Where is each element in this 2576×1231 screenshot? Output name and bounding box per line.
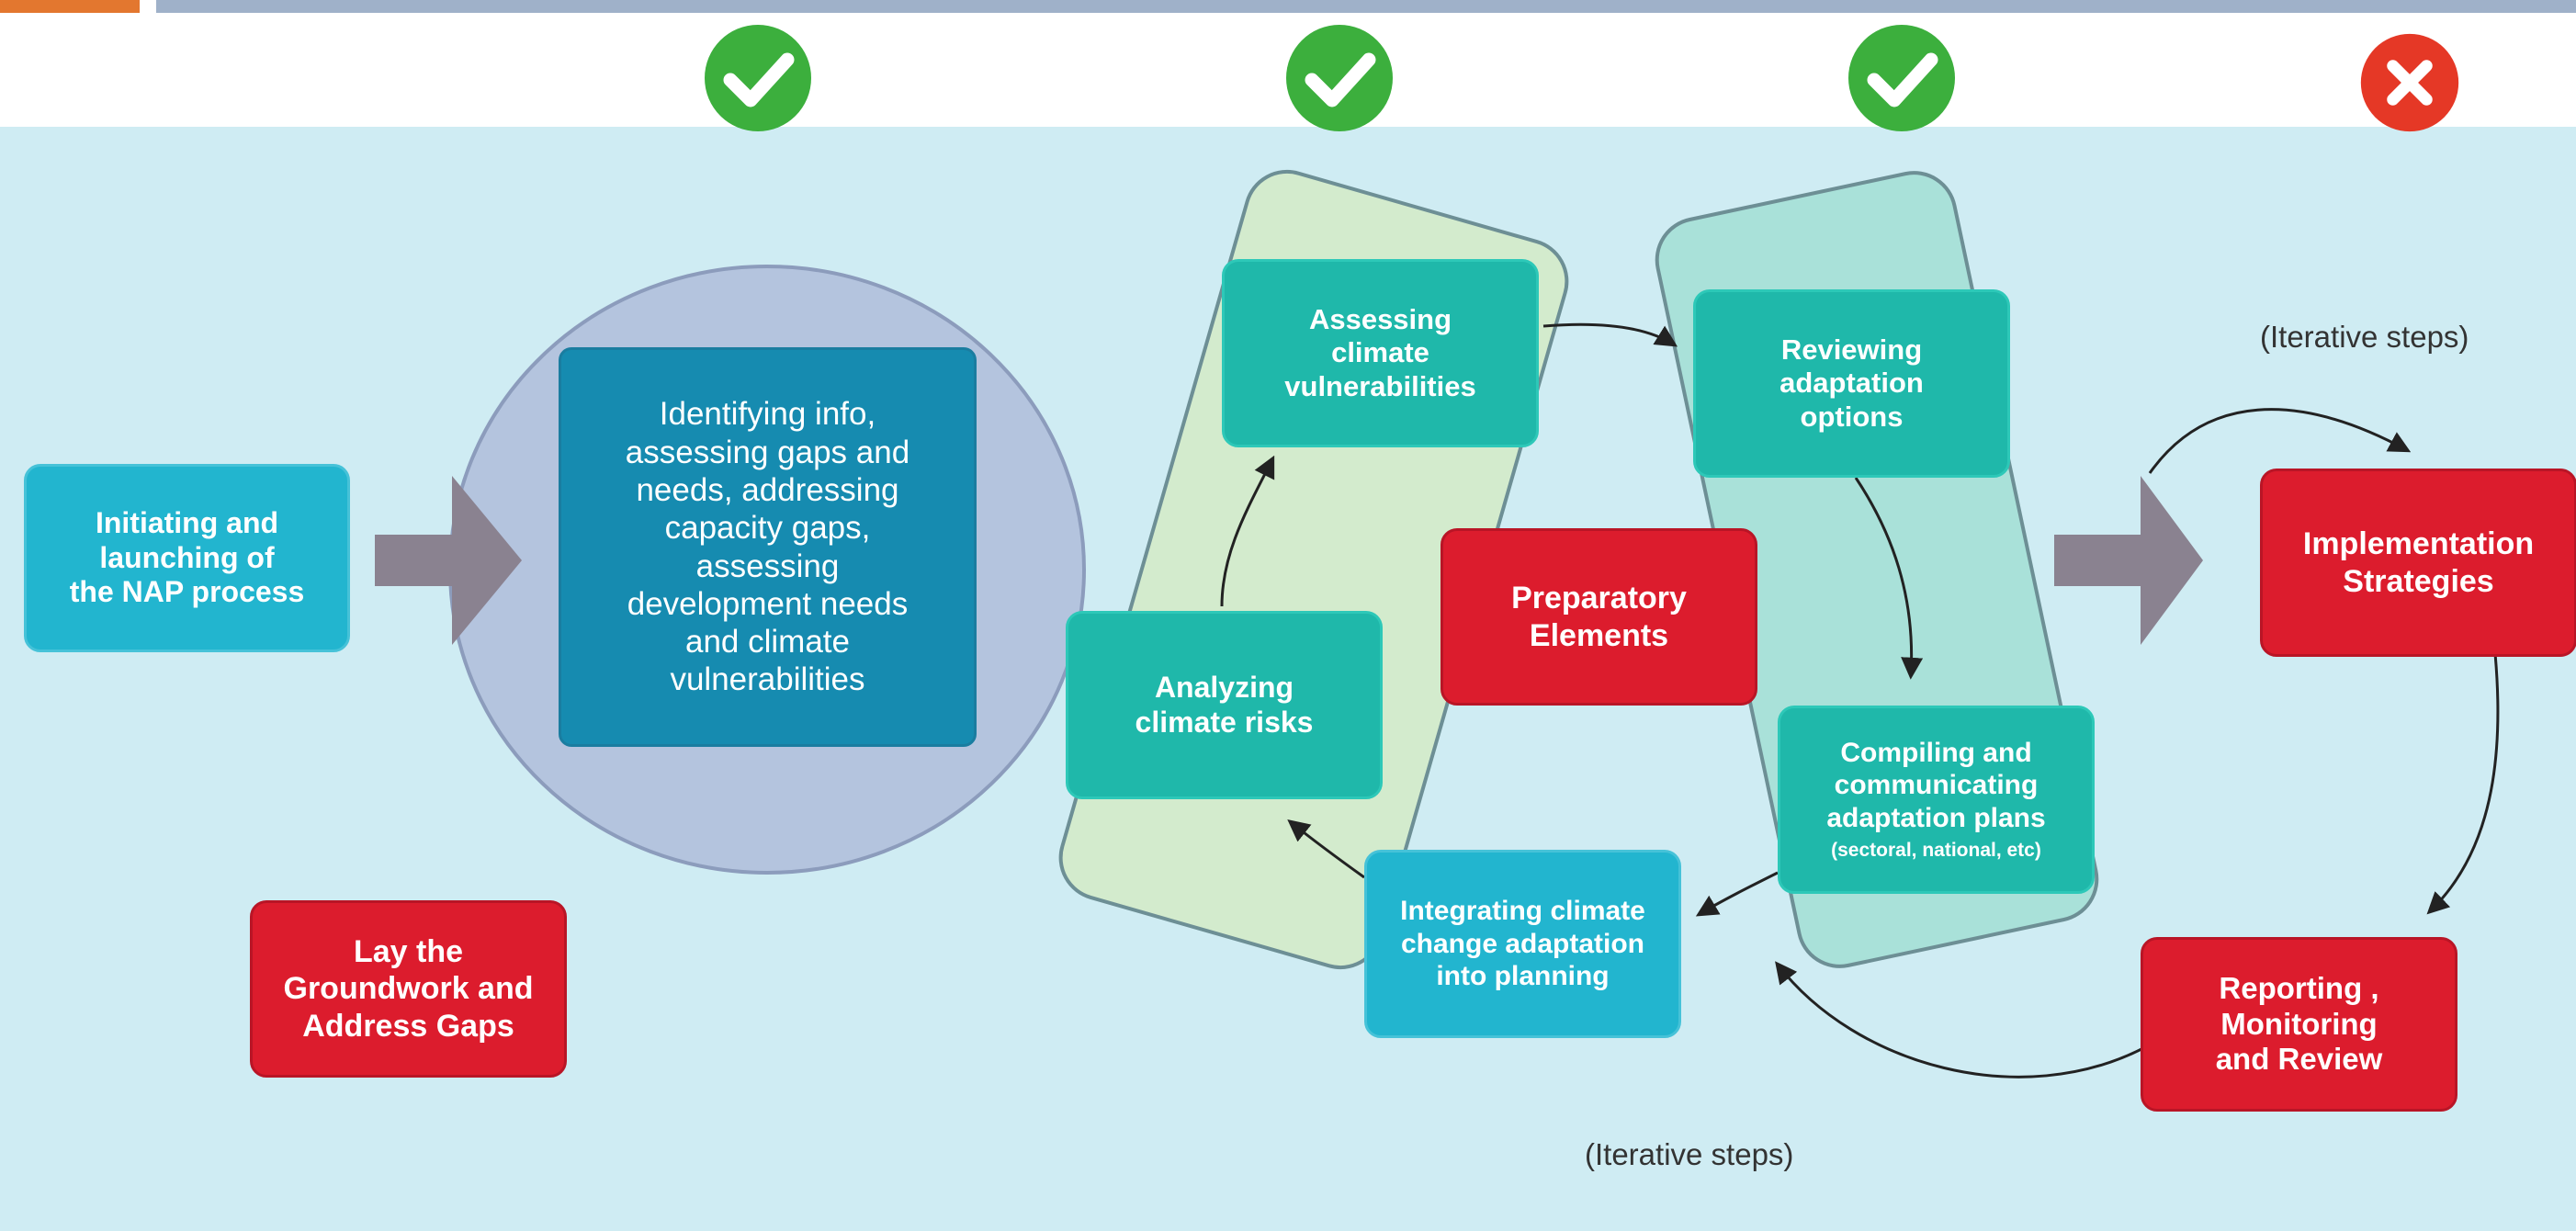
arrow-reporting-to-compiling: [1775, 961, 2146, 1079]
node-preparatory: Preparatory Elements: [1441, 528, 1757, 706]
node-implementation: Implementation Strategies: [2260, 469, 2576, 657]
node-reporting: Reporting , Monitoring and Review: [2141, 937, 2457, 1112]
node-reviewing: Reviewing adaptation options: [1693, 289, 2010, 478]
green-check-icon: [1847, 23, 1957, 133]
node-groundwork: Lay the Groundwork and Address Gaps: [250, 900, 567, 1078]
arrow-iterative-top: [2148, 408, 2412, 474]
green-check-icon: [703, 23, 813, 133]
arrow-compiling-to-integrating: [1695, 871, 1779, 917]
node-compiling: Compiling and communicating adaptation p…: [1778, 706, 2095, 894]
node-integrating: Integrating climate change adaptation in…: [1364, 850, 1681, 1038]
red-cross-icon: [2359, 32, 2460, 133]
block-arrow-left: [375, 476, 522, 645]
node-compiling-subtitle: (sectoral, national, etc): [1831, 840, 2041, 862]
arrow-assessing-to-reviewing: [1542, 322, 1678, 347]
node-identifying: Identifying info, assessing gaps and nee…: [559, 347, 977, 747]
node-compiling-title: Compiling and communicating adaptation p…: [1826, 738, 2046, 833]
node-assessing: Assessing climate vulnerabilities: [1222, 259, 1539, 447]
arrow-analyzing-to-assessing: [1220, 455, 1275, 607]
arrow-integrating-to-analyzing: [1287, 819, 1365, 879]
node-analyzing: Analyzing climate risks: [1066, 611, 1383, 799]
header-accent-bar: [0, 0, 140, 13]
green-check-icon: [1284, 23, 1395, 133]
arrow-reviewing-to-compiling: [1854, 477, 1924, 680]
header-bar: [156, 0, 2576, 13]
note-iterative-top: (Iterative steps): [2260, 320, 2469, 354]
node-initiating: Initiating and launching of the NAP proc…: [24, 464, 350, 652]
note-iterative-bottom: (Iterative steps): [1585, 1137, 1794, 1171]
block-arrow-right: [2054, 476, 2203, 645]
